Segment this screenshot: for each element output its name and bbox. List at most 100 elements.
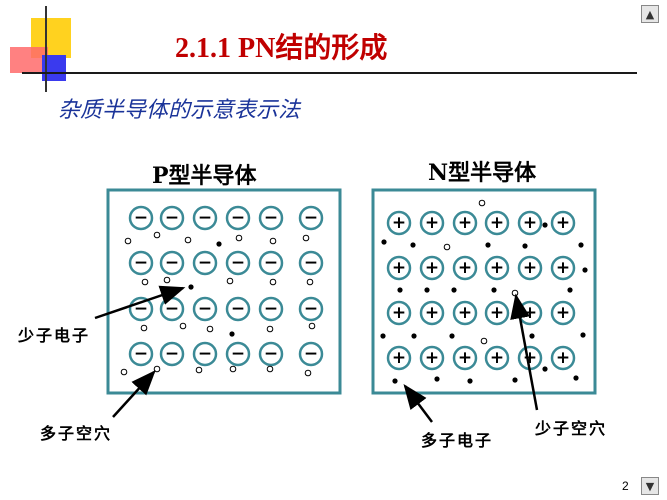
p-majority-hole	[304, 369, 312, 377]
n-majority-electron	[491, 287, 497, 293]
nav-down-button[interactable]: ▼	[641, 477, 659, 495]
n-donor-ion	[517, 210, 543, 236]
n-donor-ion-symbol: +	[392, 303, 406, 323]
n-majority-electron	[449, 333, 455, 339]
nav-up-button[interactable]: ▲	[641, 5, 659, 23]
p-acceptor-ion-symbol: −	[165, 253, 179, 273]
p-majority-hole	[195, 366, 203, 374]
n-minority-hole	[480, 337, 488, 345]
p-type-box	[106, 188, 342, 395]
n-majority-electron	[411, 333, 417, 339]
n-donor-ion-symbol: +	[490, 303, 504, 323]
n-donor-ion-symbol: +	[425, 258, 439, 278]
p-majority-hole	[153, 231, 161, 239]
n-majority-electron	[485, 242, 491, 248]
p-acceptor-ion-symbol: −	[264, 208, 278, 228]
p-minority-electron	[188, 284, 194, 290]
p-majority-hole	[269, 278, 277, 286]
n-donor-ion	[484, 210, 510, 236]
n-majority-electron-label: 多子电子	[421, 431, 494, 450]
n-majority-electron	[542, 366, 548, 372]
page-title: 2.1.1 PN结的形成	[175, 33, 388, 64]
n-majority-electron	[392, 378, 398, 384]
n-donor-ion	[419, 300, 445, 326]
n-majority-electron	[578, 242, 584, 248]
n-donor-ion-symbol: +	[458, 213, 472, 233]
p-acceptor-ion	[225, 341, 251, 367]
n-donor-ion-symbol: +	[490, 213, 504, 233]
p-acceptor-ion	[192, 296, 218, 322]
n-majority-electron	[542, 222, 548, 228]
n-donor-ion-symbol: +	[425, 213, 439, 233]
p-acceptor-ion	[192, 250, 218, 276]
title-divider	[22, 72, 637, 74]
p-majority-hole	[229, 365, 237, 373]
p-majority-hole	[235, 234, 243, 242]
p-acceptor-ion	[298, 205, 324, 231]
n-donor-ion-symbol: +	[556, 303, 570, 323]
p-acceptor-ion	[258, 250, 284, 276]
p-majority-hole	[153, 365, 161, 373]
n-minority-hole	[478, 199, 486, 207]
p-acceptor-ion-symbol: −	[198, 208, 212, 228]
n-majority-electron	[582, 267, 588, 273]
n-majority-electron	[451, 287, 457, 293]
n-donor-ion-symbol: +	[556, 348, 570, 368]
n-minority-hole-label: 少子空穴	[535, 419, 608, 438]
slide-subtitle: 杂质半导体的示意表示法	[58, 98, 301, 123]
n-minority-hole	[511, 289, 519, 297]
p-acceptor-ion	[225, 296, 251, 322]
p-acceptor-ion-symbol: −	[231, 253, 245, 273]
p-acceptor-ion-symbol: −	[264, 344, 278, 364]
n-majority-electron	[580, 332, 586, 338]
p-acceptor-ion	[298, 250, 324, 276]
p-acceptor-ion-symbol: −	[165, 208, 179, 228]
p-acceptor-ion	[225, 250, 251, 276]
arrow-n-majority-electron	[403, 384, 433, 423]
n-donor-ion-symbol: +	[490, 258, 504, 278]
n-donor-ion	[484, 255, 510, 281]
n-donor-ion	[550, 210, 576, 236]
n-donor-ion	[419, 345, 445, 371]
arrow-p-majority-hole	[112, 370, 156, 418]
p-acceptor-ion-symbol: −	[198, 344, 212, 364]
n-donor-ion-symbol: +	[392, 348, 406, 368]
p-acceptor-ion-symbol: −	[264, 299, 278, 319]
p-majority-hole	[140, 324, 148, 332]
p-majority-hole	[308, 322, 316, 330]
p-acceptor-ion-symbol: −	[231, 208, 245, 228]
p-acceptor-ion	[258, 341, 284, 367]
n-donor-ion	[419, 210, 445, 236]
p-minority-electron	[216, 241, 222, 247]
p-acceptor-ion	[159, 250, 185, 276]
p-acceptor-ion	[192, 205, 218, 231]
n-donor-ion-symbol: +	[458, 258, 472, 278]
p-majority-hole	[120, 368, 128, 376]
p-acceptor-ion	[128, 250, 154, 276]
n-donor-ion	[452, 300, 478, 326]
n-donor-ion-symbol: +	[523, 303, 537, 323]
p-majority-hole	[141, 278, 149, 286]
p-majority-hole	[206, 325, 214, 333]
n-donor-ion-symbol: +	[556, 213, 570, 233]
p-acceptor-ion-symbol: −	[134, 253, 148, 273]
n-donor-ion-symbol: +	[490, 348, 504, 368]
n-donor-ion-symbol: +	[392, 258, 406, 278]
n-donor-ion-symbol: +	[523, 258, 537, 278]
p-acceptor-ion	[128, 205, 154, 231]
p-acceptor-ion-symbol: −	[198, 253, 212, 273]
n-donor-ion	[517, 255, 543, 281]
n-donor-ion	[484, 345, 510, 371]
deco-vertical-line	[45, 6, 47, 92]
p-majority-hole-label: 多子空穴	[40, 424, 113, 443]
p-acceptor-ion	[159, 205, 185, 231]
n-donor-ion	[386, 210, 412, 236]
p-acceptor-ion	[192, 341, 218, 367]
n-donor-ion	[452, 255, 478, 281]
arrow-p-minority-electron	[94, 285, 186, 320]
p-acceptor-ion	[258, 296, 284, 322]
n-donor-ion	[550, 300, 576, 326]
p-majority-hole	[124, 237, 132, 245]
n-majority-electron	[380, 333, 386, 339]
